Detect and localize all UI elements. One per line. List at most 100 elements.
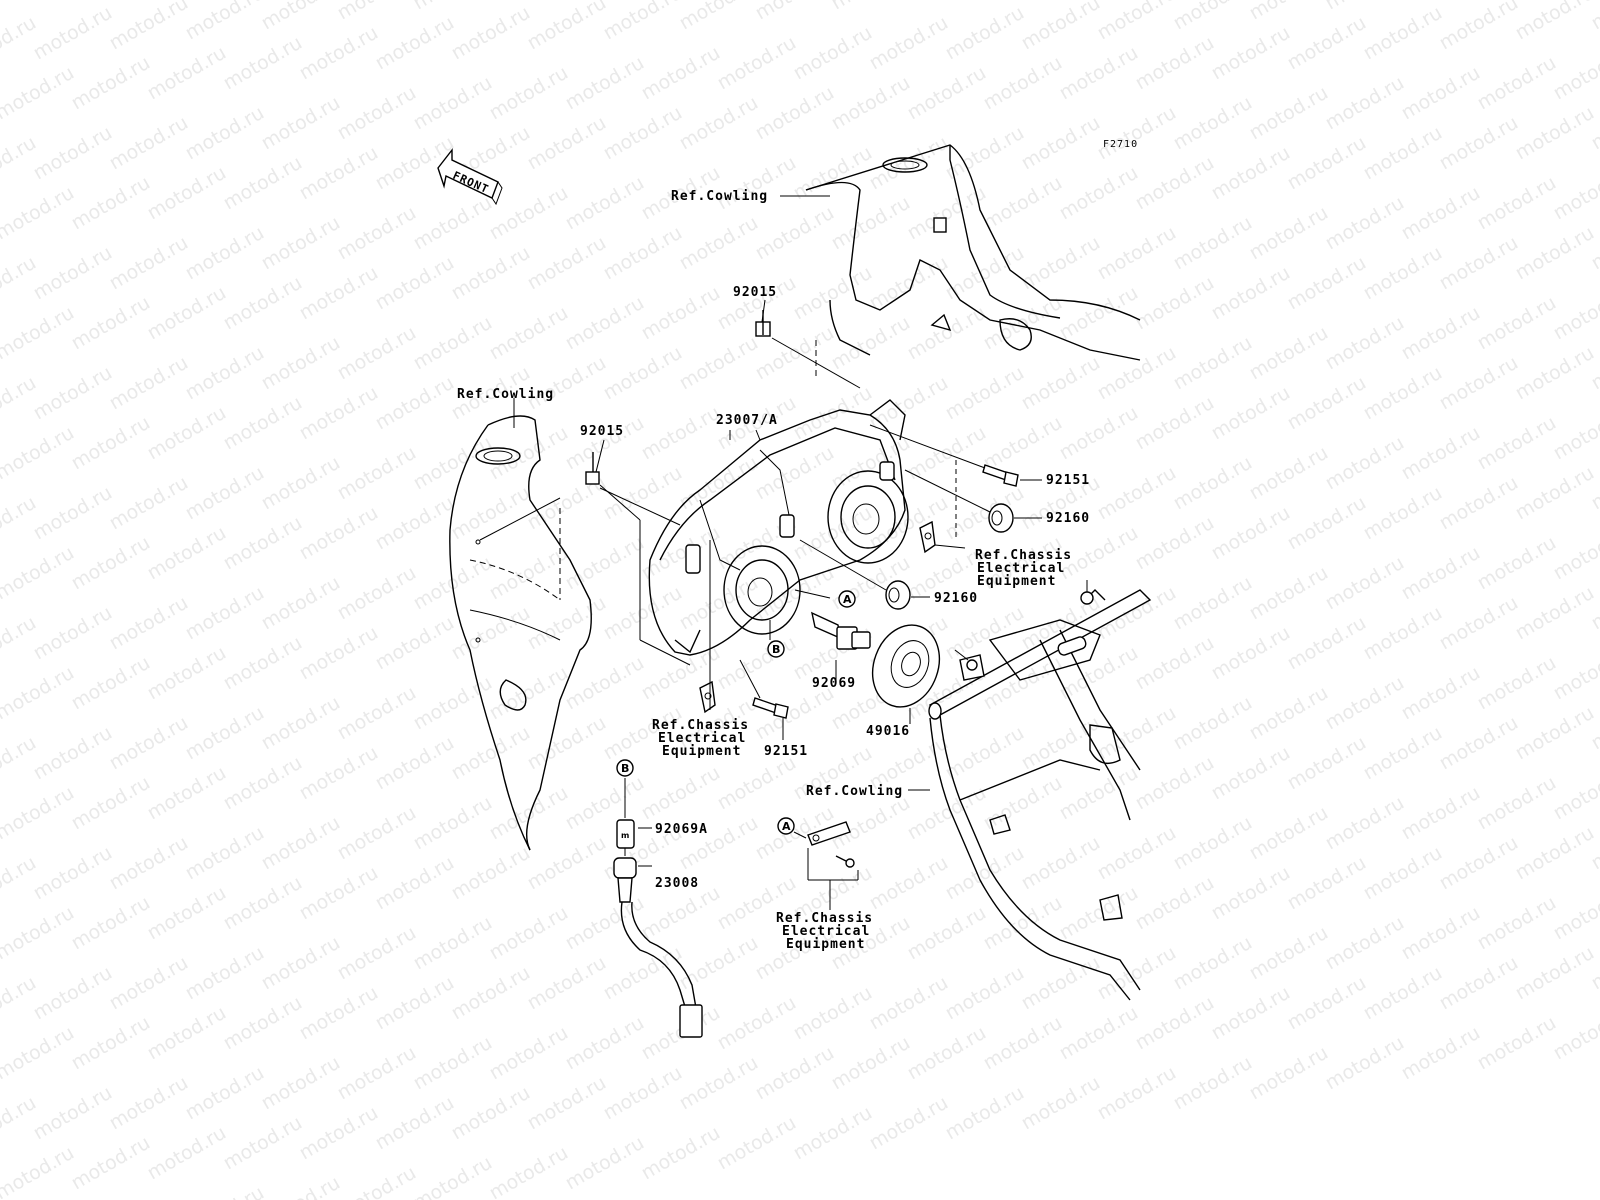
- label-ref-chassis-bottom-2: Electrical: [782, 924, 870, 939]
- watermark-text: motod.ru: [1550, 762, 1600, 825]
- watermark-text: motod.ru: [334, 322, 420, 385]
- watermark-text: motod.ru: [524, 232, 610, 295]
- watermark-text: motod.ru: [1246, 562, 1332, 625]
- watermark-text: motod.ru: [258, 692, 344, 755]
- label-part-92015-top: 92015: [733, 285, 777, 300]
- clip-92015-left: [479, 452, 681, 600]
- watermark-text: motod.ru: [220, 632, 306, 695]
- watermark-text: motod.ru: [258, 332, 344, 395]
- watermark-text: motod.ru: [980, 412, 1066, 475]
- label-part-92069a: 92069A: [655, 822, 708, 837]
- watermark-text: motod.ru: [182, 222, 268, 285]
- watermark-text: motod.ru: [144, 1002, 230, 1065]
- watermark-text: motod.ru: [790, 22, 876, 85]
- watermark-text: motod.ru: [144, 882, 230, 945]
- watermark-text: motod.ru: [942, 122, 1028, 185]
- watermark-text: motod.ru: [410, 312, 496, 375]
- watermark-text: motod.ru: [1170, 332, 1256, 395]
- watermark-text: motod.ru: [296, 382, 382, 445]
- watermark-text: motod.ru: [372, 372, 458, 435]
- watermark-text: motod.ru: [486, 0, 572, 4]
- watermark-text: motod.ru: [1550, 402, 1600, 465]
- watermark-text: motod.ru: [410, 432, 496, 495]
- watermark-text: motod.ru: [106, 1072, 192, 1135]
- watermark-text: motod.ru: [296, 262, 382, 325]
- watermark-text: motod.ru: [980, 52, 1066, 115]
- watermark-text: motod.ru: [1322, 1032, 1408, 1095]
- watermark-text: motod.ru: [0, 1022, 78, 1085]
- svg-text:A: A: [782, 820, 791, 833]
- watermark-text: motod.ru: [1246, 442, 1332, 505]
- watermark-text: motod.ru: [1436, 592, 1522, 655]
- label-part-92069: 92069: [812, 676, 856, 691]
- watermark-text: motod.ru: [1550, 282, 1600, 345]
- watermark-text: motod.ru: [410, 72, 496, 135]
- watermark-text: motod.ru: [486, 782, 572, 845]
- watermark-text: motod.ru: [1170, 932, 1256, 995]
- watermark-text: motod.ru: [144, 1122, 230, 1185]
- watermark-text: motod.ru: [638, 522, 724, 585]
- watermark-text: motod.ru: [1132, 152, 1218, 215]
- watermark-text: motod.ru: [866, 132, 952, 195]
- watermark-text: motod.ru: [334, 1162, 420, 1200]
- watermark-text: motod.ru: [1322, 312, 1408, 375]
- watermark-text: motod.ru: [1322, 552, 1408, 615]
- watermark-text: motod.ru: [0, 182, 78, 245]
- watermark-text: motod.ru: [638, 1122, 724, 1185]
- watermark-text: motod.ru: [144, 642, 230, 705]
- watermark-text: motod.ru: [1208, 22, 1294, 85]
- watermark-text: motod.ru: [904, 0, 990, 4]
- watermark-text: motod.ru: [220, 1112, 306, 1175]
- label-part-92160-upper: 92160: [1046, 511, 1090, 526]
- marker-a-headlight: A: [838, 590, 856, 608]
- watermark-text: motod.ru: [1398, 302, 1484, 365]
- watermark-text: motod.ru: [676, 212, 762, 275]
- watermark-text: motod.ru: [334, 562, 420, 625]
- watermark-text: motod.ru: [562, 652, 648, 715]
- watermark-text: motod.ru: [1360, 362, 1446, 425]
- watermark-text: motod.ru: [1360, 602, 1446, 665]
- watermark-text: motod.ru: [1284, 612, 1370, 675]
- watermark-text: motod.ru: [942, 722, 1028, 785]
- watermark-text: motod.ru: [1398, 182, 1484, 245]
- marker-b-headlight: B: [767, 640, 785, 658]
- watermark-text: motod.ru: [1132, 32, 1218, 95]
- watermark-text: motod.ru: [1322, 432, 1408, 495]
- watermark-text: motod.ru: [1170, 92, 1256, 155]
- watermark-text: motod.ru: [1474, 772, 1560, 835]
- watermark-text: motod.ru: [1512, 462, 1598, 525]
- watermark-text: motod.ru: [486, 182, 572, 245]
- watermark-text: motod.ru: [790, 502, 876, 565]
- watermark-text: motod.ru: [182, 1182, 268, 1200]
- watermark-text: motod.ru: [1360, 122, 1446, 185]
- watermark-text: motod.ru: [1208, 502, 1294, 565]
- watermark-text: motod.ru: [448, 1082, 534, 1145]
- watermark-text: motod.ru: [1208, 142, 1294, 205]
- watermark-text: motod.ru: [790, 982, 876, 1045]
- watermark-text: motod.ru: [1436, 712, 1522, 775]
- watermark-text: motod.ru: [524, 1072, 610, 1135]
- watermark-text: motod.ru: [1284, 732, 1370, 795]
- watermark-text: motod.ru: [638, 402, 724, 465]
- watermark-text: motod.ru: [182, 702, 268, 765]
- watermark-text: motod.ru: [296, 742, 382, 805]
- label-part-23008: 23008: [655, 876, 699, 891]
- watermark-text: motod.ru: [676, 1052, 762, 1115]
- watermark-text: motod.ru: [866, 12, 952, 75]
- watermark-text: motod.ru: [752, 682, 838, 745]
- watermark-text: motod.ru: [334, 922, 420, 985]
- watermark-text: motod.ru: [1056, 42, 1142, 105]
- watermark-text: motod.ru: [1284, 492, 1370, 555]
- mount-bracket-right: [919, 520, 936, 554]
- watermark-text: motod.ru: [372, 972, 458, 1035]
- watermark-text: motod.ru: [1474, 292, 1560, 355]
- watermark-text: motod.ru: [942, 1082, 1028, 1145]
- watermark-text: motod.ru: [30, 242, 116, 305]
- watermark-text: motod.ru: [714, 1112, 800, 1175]
- watermark-text: motod.ru: [144, 762, 230, 825]
- watermark-text: motod.ru: [258, 932, 344, 995]
- watermark-text: motod.ru: [1474, 892, 1560, 955]
- watermark-text: motod.ru: [486, 542, 572, 605]
- watermark-text: motod.ru: [68, 1132, 154, 1195]
